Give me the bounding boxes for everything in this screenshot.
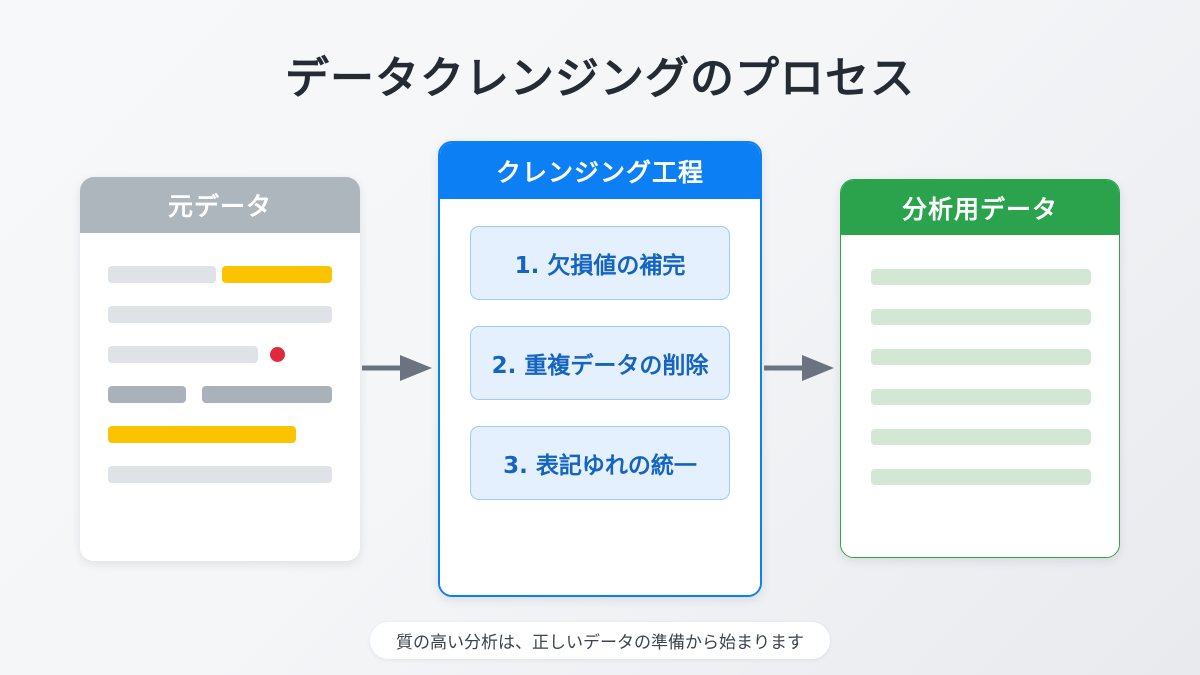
analysis-data-row	[871, 469, 1091, 485]
source-data-row-list	[80, 233, 360, 561]
analysis-data-row	[871, 309, 1091, 325]
source-data-bar-dark	[202, 386, 332, 403]
source-data-row	[108, 266, 332, 283]
source-data-card-header: 元データ	[80, 177, 360, 233]
footer-note: 質の高い分析は、正しいデータの準備から始まります	[370, 622, 830, 659]
arrow-process-to-output-icon	[764, 353, 836, 383]
source-data-bar-light	[108, 306, 332, 323]
analysis-data-row	[871, 269, 1091, 285]
source-data-card: 元データ	[80, 177, 360, 561]
cleansing-step-list: 1. 欠損値の補完 2. 重複データの削除 3. 表記ゆれの統一	[440, 199, 760, 595]
error-dot-icon	[270, 347, 285, 362]
analysis-data-card: 分析用データ	[840, 179, 1120, 558]
analysis-data-row	[871, 429, 1091, 445]
source-data-bar-amber	[222, 266, 332, 283]
analysis-data-row	[871, 349, 1091, 365]
analysis-data-card-header: 分析用データ	[841, 180, 1119, 235]
source-data-row	[108, 426, 332, 443]
source-data-row	[108, 386, 332, 403]
cleansing-process-card: クレンジング工程 1. 欠損値の補完 2. 重複データの削除 3. 表記ゆれの統一	[438, 141, 762, 597]
arrow-source-to-process-icon	[362, 353, 434, 383]
source-data-bar-amber	[108, 426, 296, 443]
analysis-data-row-list	[841, 235, 1119, 557]
source-data-row	[108, 346, 332, 363]
cleansing-process-card-header: クレンジング工程	[440, 143, 760, 199]
page-title: データクレンジングのプロセス	[285, 53, 915, 104]
source-data-row	[108, 466, 332, 483]
cleansing-step-box[interactable]: 1. 欠損値の補完	[470, 226, 730, 300]
cleansing-step-box[interactable]: 2. 重複データの削除	[470, 326, 730, 400]
source-data-row	[108, 306, 332, 323]
source-data-bar-light	[108, 346, 258, 363]
source-data-bar-dark	[108, 386, 187, 403]
cleansing-step-box[interactable]: 3. 表記ゆれの統一	[470, 426, 730, 500]
source-data-bar-light	[108, 466, 332, 483]
analysis-data-row	[871, 389, 1091, 405]
source-data-bar-light	[108, 266, 217, 283]
